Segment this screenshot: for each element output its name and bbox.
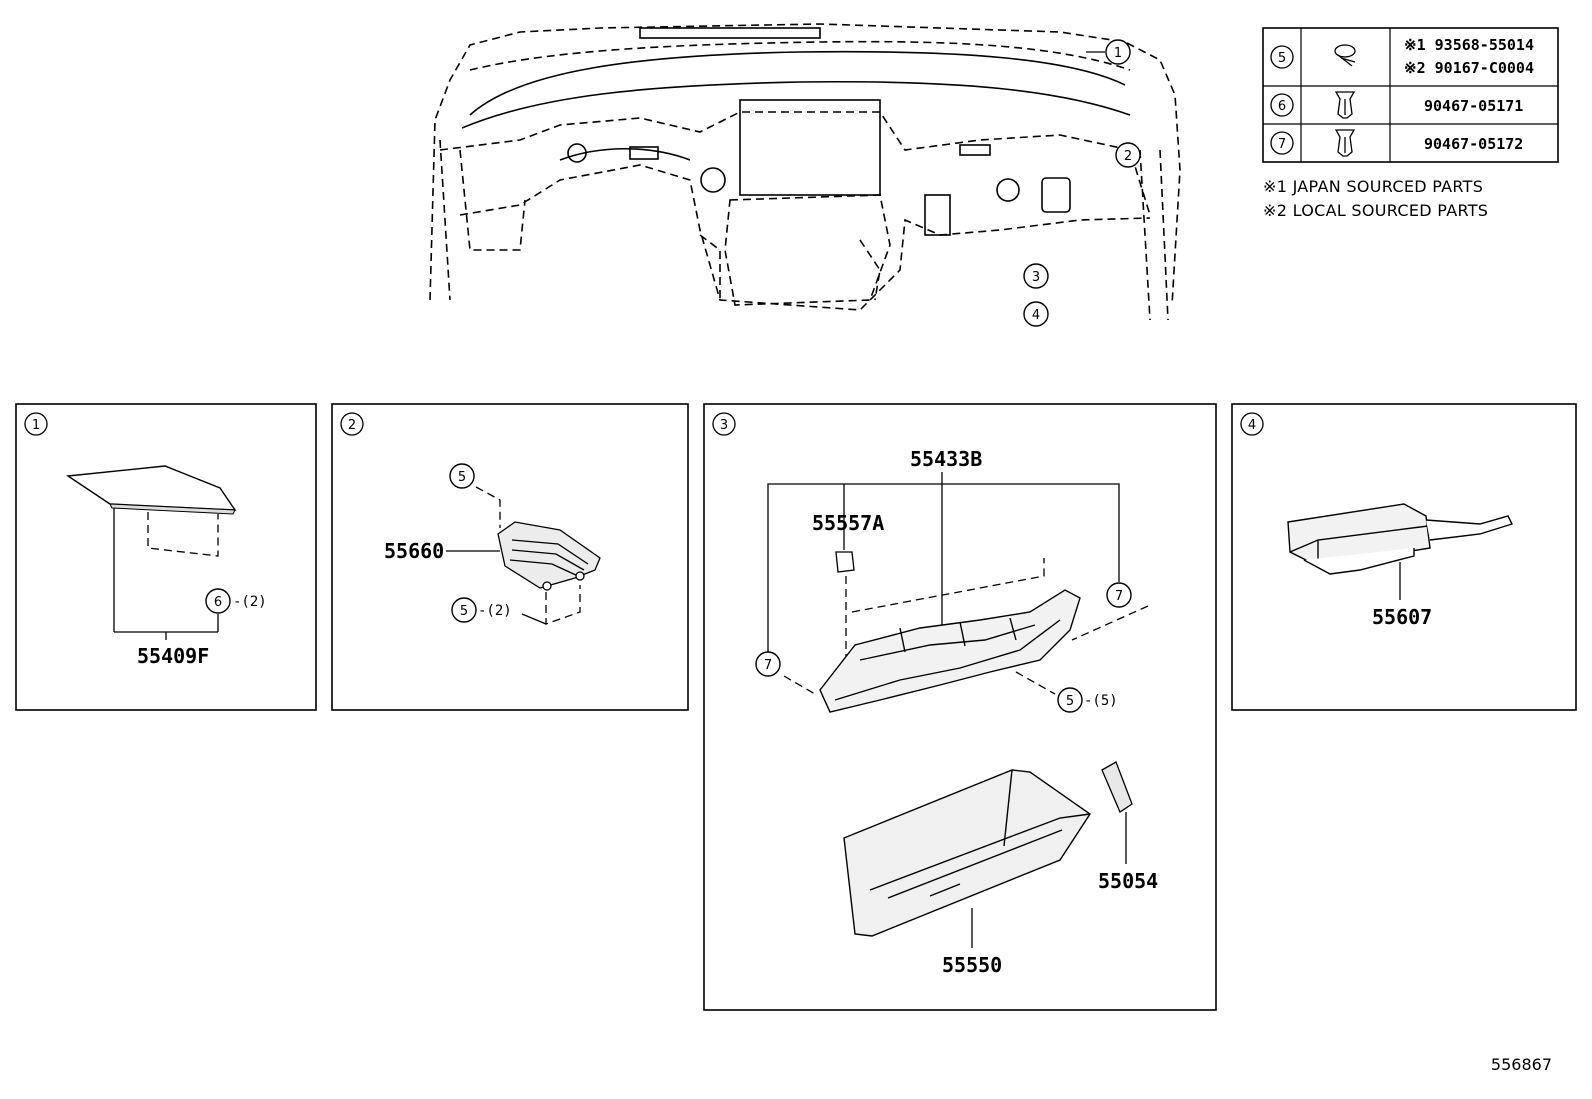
part-label-55550: 55550 xyxy=(942,953,1002,977)
part-label-55433b: 55433B xyxy=(910,447,982,471)
callout-number: 2 xyxy=(1124,149,1132,164)
part-number: ※1 93568-55014 xyxy=(1404,36,1534,54)
qty-label: -(2) xyxy=(478,603,512,619)
overview-callout-3: 3 xyxy=(1023,263,1049,289)
table-row: 6 90467-05171 xyxy=(1270,91,1523,119)
part-number: 90467-05171 xyxy=(1424,97,1523,115)
clip-icon xyxy=(1334,129,1356,157)
panel-callout: 2 xyxy=(348,418,356,433)
part-label-55607: 55607 xyxy=(1372,605,1432,629)
illustration-id: 556867 xyxy=(1491,1055,1552,1074)
row-ref: 5 xyxy=(1278,51,1286,66)
callout-5: 5 xyxy=(458,470,466,485)
part-label-55054: 55054 xyxy=(1098,869,1158,893)
glovebox-shape xyxy=(843,769,1091,937)
panel-callout: 4 xyxy=(1248,418,1256,433)
panel-callout: 1 xyxy=(32,418,40,433)
fastener-table: 5 ※1 93568-55014 ※2 90167-C0004 6 90467-… xyxy=(1262,27,1559,163)
panel-2: 2 5 5 -(2) 55660 xyxy=(331,403,689,711)
callout-number: 3 xyxy=(1032,270,1040,285)
overview-callout-4: 4 xyxy=(1023,301,1049,327)
register-shape xyxy=(497,521,601,591)
note-japan-sourced: ※1 JAPAN SOURCED PARTS xyxy=(1263,177,1483,196)
row-ref: 7 xyxy=(1278,137,1286,152)
callout-5: 5 xyxy=(460,604,468,619)
panel-4: 4 55607 xyxy=(1231,403,1577,711)
dashboard-overview xyxy=(429,23,1181,321)
panel-callout: 3 xyxy=(720,418,728,433)
callout-7: 7 xyxy=(764,658,772,673)
qty-label: -(5) xyxy=(1084,693,1118,709)
lower-cover-shape xyxy=(65,465,237,511)
damper-shape xyxy=(1101,761,1133,813)
bulb-shape xyxy=(835,551,855,573)
glovebox-frame-shape xyxy=(819,589,1081,713)
note-local-sourced: ※2 LOCAL SOURCED PARTS xyxy=(1263,201,1488,220)
callout-5: 5 xyxy=(1066,694,1074,709)
module-shape xyxy=(1287,503,1513,575)
qty-label: -(2) xyxy=(233,594,267,610)
clip-icon xyxy=(1334,91,1356,119)
callout-7: 7 xyxy=(1115,589,1123,604)
table-row: 7 90467-05172 xyxy=(1270,129,1523,157)
part-label-55409f: 55409F xyxy=(137,644,209,668)
callout-number: 4 xyxy=(1032,308,1040,323)
callout-number: 1 xyxy=(1114,46,1122,61)
panel-1: 1 6 -(2) 55409F xyxy=(15,403,317,711)
part-label-55660: 55660 xyxy=(384,539,444,563)
row-ref: 6 xyxy=(1278,99,1286,114)
part-number: ※2 90167-C0004 xyxy=(1404,59,1534,77)
panel-3: 3 55433B 55557A 7 7 5 -(5) xyxy=(703,403,1217,1011)
callout-6: 6 xyxy=(214,595,222,610)
table-row: 5 ※1 93568-55014 ※2 90167-C0004 xyxy=(1270,36,1534,77)
bolt-icon xyxy=(1334,44,1356,67)
overview-callout-2: 2 xyxy=(1115,142,1141,168)
part-number: 90467-05172 xyxy=(1424,135,1523,153)
part-label-55557a: 55557A xyxy=(812,511,884,535)
overview-callout-1: 1 xyxy=(1086,39,1131,65)
